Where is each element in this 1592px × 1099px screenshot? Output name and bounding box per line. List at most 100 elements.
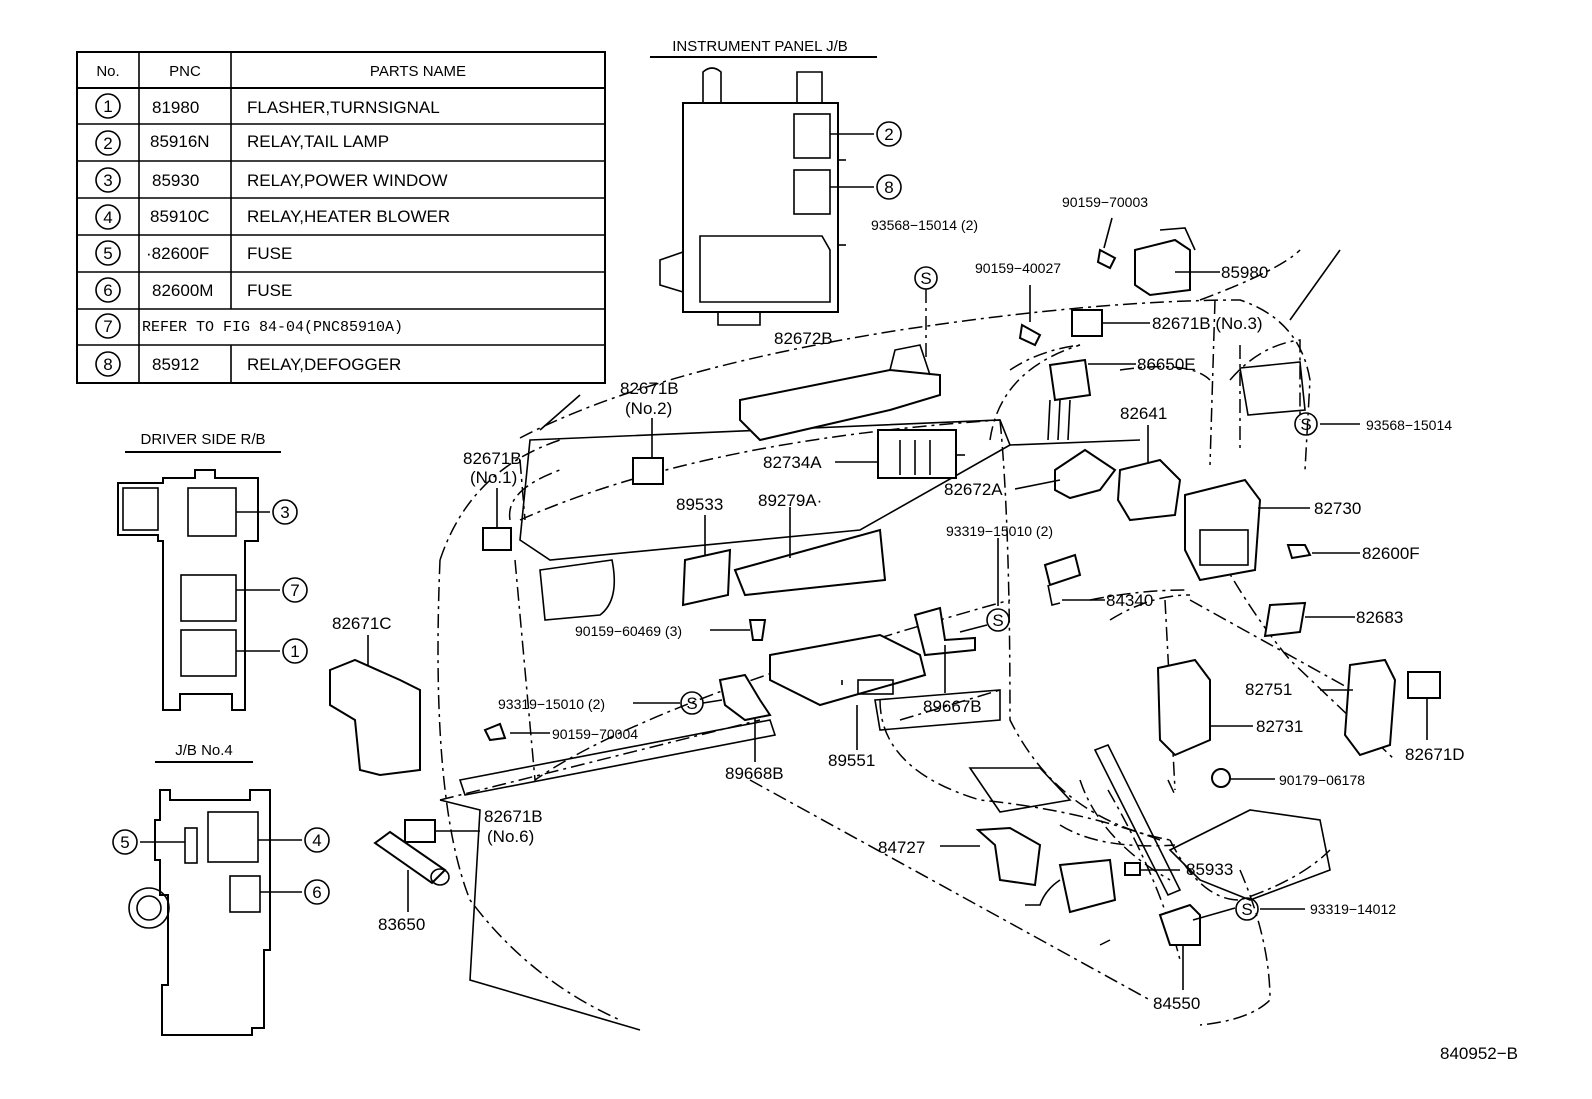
label-89551: 89551 (828, 751, 875, 770)
label-82671b-no1-sub: (No.1) (470, 468, 517, 487)
row-part-name: FUSE (247, 281, 292, 300)
row-pnc: 82600M (152, 281, 213, 300)
row-number: 1 (103, 97, 112, 116)
label-82641: 82641 (1120, 404, 1167, 423)
figure-id: 840952−B (1440, 1044, 1518, 1063)
table-row: 3 85930 RELAY,POWER WINDOW (95, 167, 448, 193)
label-82672a: 82672A (944, 480, 1003, 499)
table-header-pnc: PNC (169, 63, 201, 80)
row-pnc: 85910C (150, 207, 210, 226)
label-90159-60469-3: 90159−60469 (3) (575, 623, 682, 639)
label-93568-15014-2: 93568−15014 (2) (871, 217, 978, 233)
label-93319-15010-2-upper: 93319−15010 (2) (946, 523, 1053, 539)
row-number: 8 (103, 355, 112, 374)
row-part-name: RELAY,DEFOGGER (247, 355, 401, 374)
part-labels: 93568−15014 (2) 90159−70003 90159−40027 … (332, 194, 1518, 1063)
row-part-name: RELAY,HEATER BLOWER (247, 207, 450, 226)
row-number: 6 (103, 281, 112, 300)
label-82600f: 82600F (1362, 544, 1420, 563)
table-row: 2 85916N RELAY,TAIL LAMP (95, 130, 389, 156)
label-90159-40027: 90159−40027 (975, 260, 1061, 276)
table-header-no: No. (96, 63, 119, 80)
label-82671b-no3: 82671B (No.3) (1152, 314, 1263, 333)
label-89533: 89533 (676, 495, 723, 514)
row-number: 7 (103, 317, 112, 336)
row-refer: REFER TO FIG 84-04(PNC85910A) (142, 319, 403, 336)
table-row: 8 85912 RELAY,DEFOGGER (95, 351, 401, 377)
callout-5: 5 (120, 833, 129, 852)
callout-7: 7 (290, 581, 299, 600)
driver-side-title: DRIVER SIDE R/B (140, 431, 265, 448)
callout-6: 6 (312, 883, 321, 902)
row-number: 2 (103, 134, 112, 153)
row-pnc: 81980 (152, 98, 199, 117)
row-part-name: FLASHER,TURNSIGNAL (247, 98, 440, 117)
row-part-name: RELAY,TAIL LAMP (247, 132, 389, 151)
row-pnc: ·82600F (146, 244, 209, 263)
label-82671d: 82671D (1405, 745, 1465, 764)
label-90159-70004: 90159−70004 (552, 726, 638, 742)
jb-no4-title: J/B No.4 (175, 742, 233, 759)
callout-2: 2 (884, 125, 893, 144)
label-90159-70003: 90159−70003 (1062, 194, 1148, 210)
label-82734a: 82734A (763, 453, 822, 472)
label-82671c: 82671C (332, 614, 392, 633)
table-row: 6 82600M FUSE (95, 277, 292, 303)
label-89668b: 89668B (725, 764, 784, 783)
table-row: 5 ·82600F FUSE (95, 240, 292, 266)
s-symbol: S (1241, 900, 1252, 919)
row-pnc: 85916N (150, 132, 210, 151)
label-85980: 85980 (1221, 263, 1268, 282)
s-symbol: S (686, 694, 697, 713)
parts-table: No. PNC PARTS NAME 1 81980 FLASHER,TURNS… (76, 51, 606, 384)
row-pnc: 85912 (152, 355, 199, 374)
label-85933: 85933 (1186, 860, 1233, 879)
instrument-panel-title: INSTRUMENT PANEL J/B (672, 38, 848, 55)
table-header-parts-name: PARTS NAME (370, 63, 466, 80)
label-84340: 84340 (1106, 591, 1153, 610)
callout-3: 3 (280, 503, 289, 522)
table-row: 4 85910C RELAY,HEATER BLOWER (95, 204, 450, 230)
label-89279a: 89279A· (758, 491, 822, 510)
instrument-panel-jb: INSTRUMENT PANEL J/B 2 8 (650, 38, 902, 326)
label-82683: 82683 (1356, 608, 1403, 627)
label-93568-15014: 93568−15014 (1366, 417, 1452, 433)
label-90179-06178: 90179−06178 (1279, 772, 1365, 788)
label-84727: 84727 (878, 838, 925, 857)
callout-8: 8 (884, 178, 893, 197)
row-number: 4 (103, 208, 112, 227)
label-82671b-no6: 82671B (484, 807, 543, 826)
callout-1: 1 (290, 642, 299, 661)
s-symbols: S S S S S (680, 266, 1318, 921)
table-row: 7 REFER TO FIG 84-04(PNC85910A) (95, 313, 403, 339)
row-number: 5 (103, 244, 112, 263)
label-93319-15010-2-lower: 93319−15010 (2) (498, 696, 605, 712)
label-82671b-no2-sub: (No.2) (625, 399, 672, 418)
label-82671b-no6-sub: (No.6) (487, 827, 534, 846)
parts-illustrations (329, 227, 1441, 946)
s-symbol: S (920, 269, 931, 288)
dashboard-outline (437, 249, 1396, 1031)
row-part-name: RELAY,POWER WINDOW (247, 171, 448, 190)
row-pnc: 85930 (152, 171, 199, 190)
label-82672b: 82672B (774, 329, 833, 348)
label-83650: 83650 (378, 915, 425, 934)
label-82751: 82751 (1245, 680, 1292, 699)
label-84550: 84550 (1153, 994, 1200, 1013)
driver-side-rb: DRIVER SIDE R/B 3 7 1 (117, 431, 308, 711)
s-symbol: S (1300, 415, 1311, 434)
label-86650e: 86650E (1137, 355, 1196, 374)
callout-4: 4 (312, 831, 321, 850)
label-82671b-no1: 82671B (463, 449, 522, 468)
label-82731: 82731 (1256, 717, 1303, 736)
label-93319-14012: 93319−14012 (1310, 901, 1396, 917)
leader-lines (367, 217, 1428, 990)
table-row: 1 81980 FLASHER,TURNSIGNAL (95, 93, 440, 119)
label-82671b-no2: 82671B (620, 379, 679, 398)
jb-no4: J/B No.4 5 4 6 (112, 742, 330, 1036)
row-part-name: FUSE (247, 244, 292, 263)
row-number: 3 (103, 171, 112, 190)
s-symbol: S (992, 611, 1003, 630)
label-89667b: 89667B (923, 697, 982, 716)
